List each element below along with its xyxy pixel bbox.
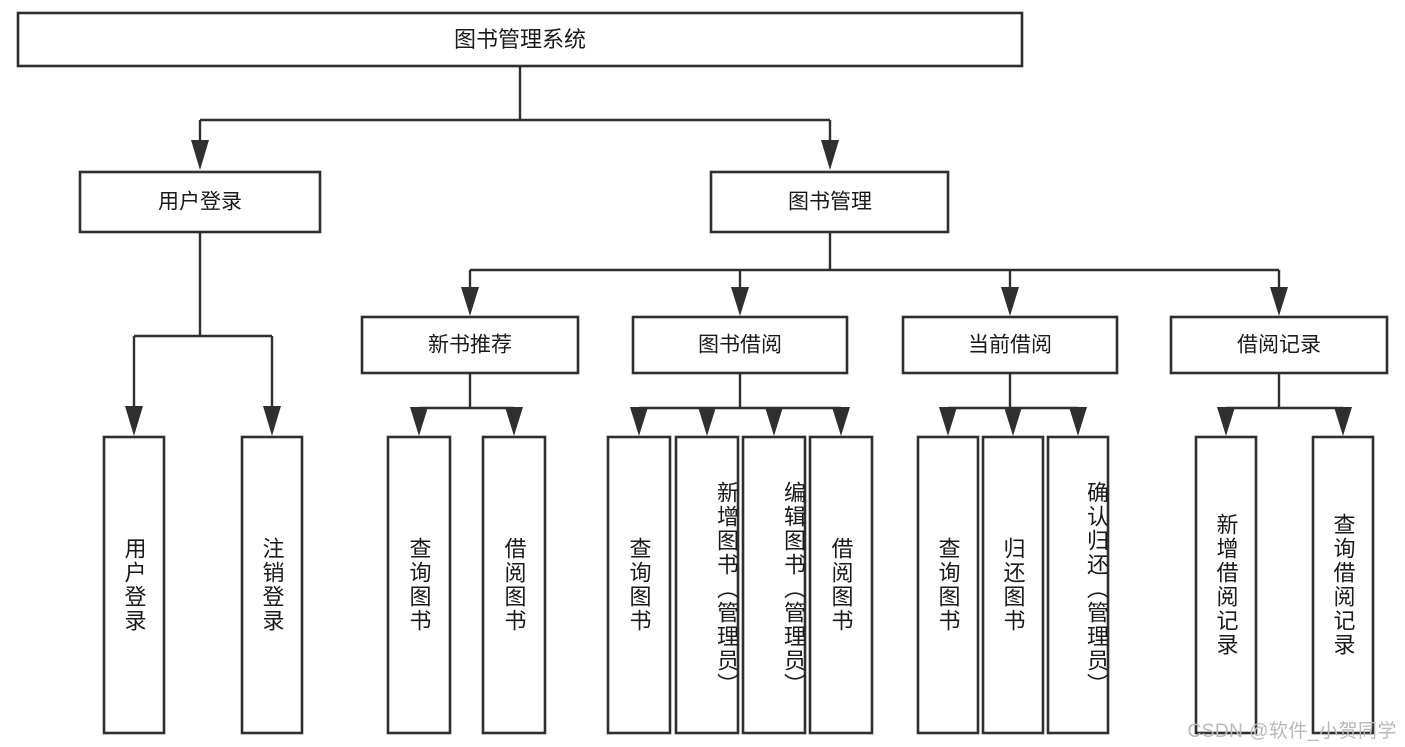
csdn-watermark: CSDN @软件_小贺同学 bbox=[1187, 721, 1397, 742]
connector-group-new-book-rec bbox=[410, 373, 523, 436]
node-book-borrow[interactable]: 图书借阅 bbox=[631, 315, 849, 375]
arrow-head-new-book-rec bbox=[461, 287, 479, 316]
arrow-head-leaf-query-record bbox=[1334, 407, 1352, 436]
leaf-boxes-group bbox=[102, 435, 1375, 735]
arrow-head-leaf-query-book-2 bbox=[630, 407, 648, 436]
connector-group-book-borrow bbox=[630, 373, 850, 436]
node-borrow-record[interactable]: 借阅记录 bbox=[1169, 315, 1389, 375]
arrow-head-leaf-edit-book bbox=[765, 407, 783, 436]
user-login-label: 用户登录 bbox=[158, 191, 242, 214]
leaf-box-logout[interactable] bbox=[240, 435, 304, 735]
arrow-head-leaf-confirm-return bbox=[1069, 407, 1087, 436]
arrow-head-borrow-record bbox=[1270, 287, 1288, 316]
borrow-record-box[interactable] bbox=[1169, 315, 1389, 375]
arrow-head-leaf-query-book-1 bbox=[410, 407, 428, 436]
leaf-box-return-book[interactable] bbox=[981, 435, 1045, 735]
leaf-box-confirm-return[interactable] bbox=[1046, 435, 1110, 735]
connector-group-borrow-record bbox=[1217, 373, 1352, 436]
root-box[interactable] bbox=[16, 11, 1024, 68]
arrow-head-book-borrow bbox=[731, 287, 749, 316]
node-new-book-recommend[interactable]: 新书推荐 bbox=[360, 315, 580, 375]
book-borrow-box[interactable] bbox=[631, 315, 849, 375]
arrow-head-leaf-return-book bbox=[1004, 407, 1022, 436]
book-management-box[interactable] bbox=[709, 170, 950, 234]
arrow-head-leaf-add-record bbox=[1217, 407, 1235, 436]
leaf-box-query-book-3[interactable] bbox=[916, 435, 980, 735]
leaf-box-borrow-book-2[interactable] bbox=[808, 435, 874, 735]
new-book-recommend-box[interactable] bbox=[360, 315, 580, 375]
leaf-box-user-login[interactable] bbox=[102, 435, 166, 735]
arrow-head-leaf-add-book bbox=[698, 407, 716, 436]
connector-group-book-mgmt bbox=[461, 232, 1288, 316]
user-login-box[interactable] bbox=[78, 170, 322, 234]
new-book-recommend-label: 新书推荐 bbox=[428, 334, 512, 357]
arrow-head-leaf-query-book-3 bbox=[939, 407, 957, 436]
current-borrow-box[interactable] bbox=[901, 315, 1119, 375]
connector-group-current-borrow bbox=[939, 373, 1087, 436]
node-root[interactable]: 图书管理系统 bbox=[16, 11, 1024, 68]
root-label: 图书管理系统 bbox=[454, 27, 586, 52]
node-book-management[interactable]: 图书管理 bbox=[709, 170, 950, 234]
current-borrow-label: 当前借阅 bbox=[968, 334, 1052, 357]
arrow-head-leaf-borrow-book-2 bbox=[832, 407, 850, 436]
node-user-login[interactable]: 用户登录 bbox=[78, 170, 322, 234]
arrow-head-leaf-borrow-book-1 bbox=[505, 407, 523, 436]
leaf-box-query-record[interactable] bbox=[1311, 435, 1375, 735]
node-current-borrow[interactable]: 当前借阅 bbox=[901, 315, 1119, 375]
connector-group-root bbox=[191, 66, 839, 170]
arrow-head-current-borrow bbox=[1001, 287, 1019, 316]
leaf-box-add-record[interactable] bbox=[1194, 435, 1258, 735]
arrow-head-user-login bbox=[191, 140, 209, 170]
book-borrow-label: 图书借阅 bbox=[698, 334, 782, 357]
leaf-box-add-book[interactable] bbox=[674, 435, 740, 735]
leaf-box-query-book-1[interactable] bbox=[386, 435, 452, 735]
arrow-head-leaf-user-login bbox=[125, 406, 143, 436]
book-management-label: 图书管理 bbox=[788, 191, 872, 214]
leaf-box-borrow-book-1[interactable] bbox=[481, 435, 547, 735]
leaf-box-query-book-2[interactable] bbox=[606, 435, 672, 735]
arrow-head-book-mgmt bbox=[821, 140, 839, 170]
leaf-box-edit-book[interactable] bbox=[741, 435, 807, 735]
arrow-head-leaf-logout bbox=[263, 406, 281, 436]
connector-group-user-login bbox=[125, 232, 281, 436]
borrow-record-label: 借阅记录 bbox=[1237, 334, 1321, 357]
